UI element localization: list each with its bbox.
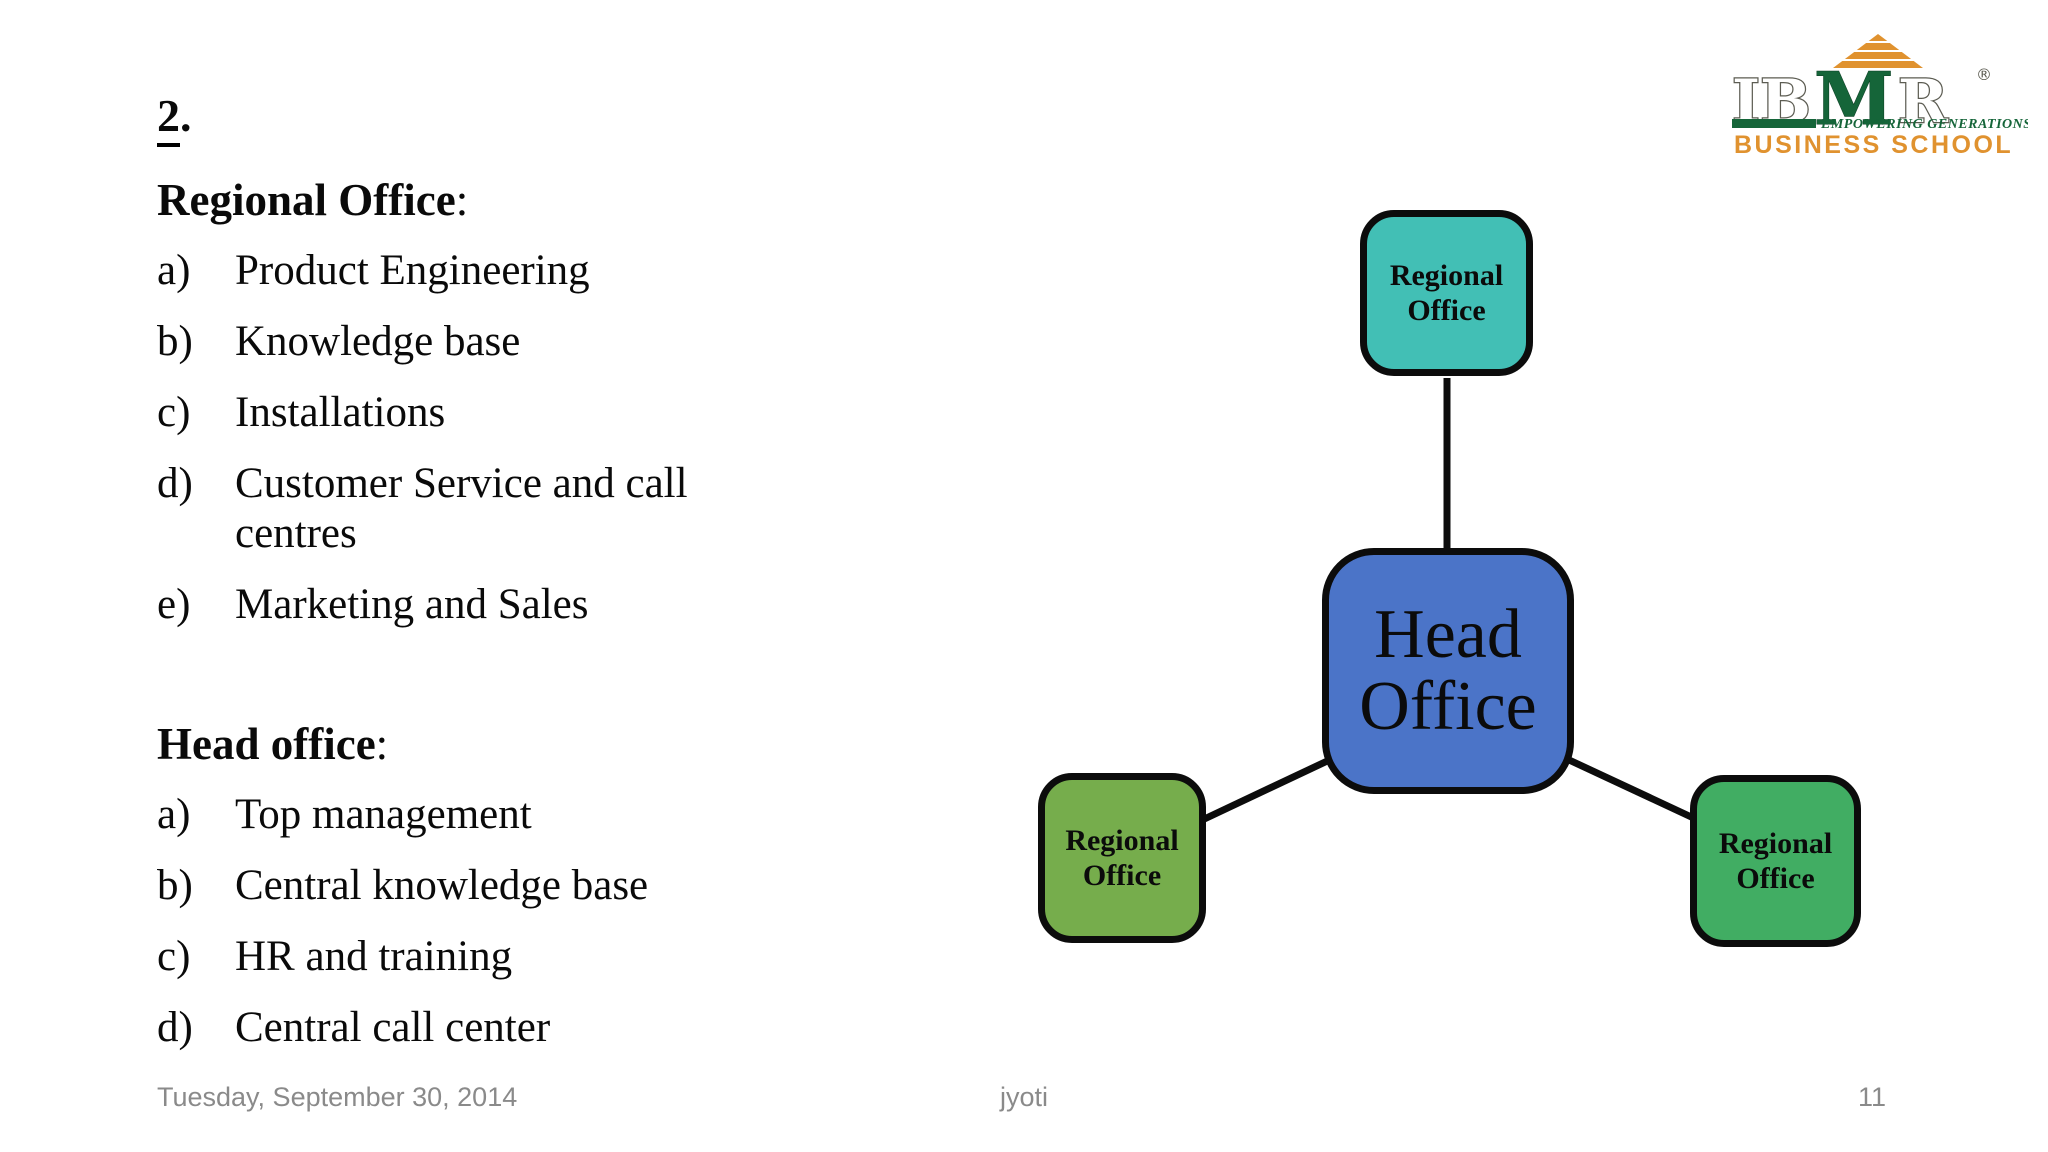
list-item-text: Installations	[235, 389, 446, 436]
list-item-text: HR and training	[235, 933, 513, 980]
section-title-regional-office: Regional Office:	[157, 174, 807, 226]
footer-page-number: 11	[1857, 1082, 1886, 1112]
list-item: d) Central call center	[157, 1003, 807, 1053]
list-item: c) HR and training	[157, 932, 807, 982]
section-title-head-office: Head office:	[157, 718, 807, 770]
regional-office-list: a) Product Engineering b) Knowledge base…	[157, 246, 807, 630]
logo-tagline: EMPOWERING GENERATIONS	[1820, 117, 2028, 132]
list-item: a) Product Engineering	[157, 246, 807, 296]
list-item: e) Marketing and Sales	[157, 580, 807, 630]
list-item-text: Central call center	[235, 1004, 551, 1051]
list-item-marker: b)	[157, 318, 193, 365]
list-item: b) Central knowledge base	[157, 861, 807, 911]
list-item-marker: c)	[157, 933, 191, 980]
list-item: d) Customer Service and call centres	[157, 459, 807, 559]
list-item-marker: a)	[157, 247, 191, 294]
logo-letter-m: M	[1814, 56, 1894, 141]
list-item-marker: c)	[157, 389, 191, 436]
list-item: c) Installations	[157, 388, 807, 438]
slide-number-period: .	[180, 90, 192, 141]
slide-number-heading: 2.	[157, 90, 807, 147]
node-label: Regional Office	[1389, 259, 1504, 327]
list-item-text: Customer Service and call centres	[235, 460, 688, 557]
list-item: a) Top management	[157, 790, 807, 840]
section-title-text: Regional Office	[157, 175, 456, 225]
list-item-text: Marketing and Sales	[235, 581, 589, 628]
head-office-list: a) Top management b) Central knowledge b…	[157, 790, 807, 1053]
footer-date: Tuesday, September 30, 2014	[157, 1082, 518, 1112]
pyramid-icon	[1833, 34, 1923, 68]
list-item-text: Product Engineering	[235, 247, 590, 294]
list-item: b) Knowledge base	[157, 317, 807, 367]
list-item-text: Top management	[235, 791, 532, 838]
list-item-text: Central knowledge base	[235, 862, 649, 909]
list-item-text: Knowledge base	[235, 318, 521, 365]
logo-school-text: BUSINESS SCHOOL	[1734, 131, 2013, 159]
diagram-node-regional-office-top: Regional Office	[1360, 210, 1533, 376]
diagram-node-head-office: Head Office	[1322, 548, 1574, 794]
registered-trademark-icon: ®	[1976, 65, 1992, 84]
slide-text-column: 2. Regional Office: a) Product Engineeri…	[157, 90, 807, 1074]
slide-number-digit: 2	[157, 90, 180, 147]
list-item-marker: a)	[157, 791, 191, 838]
logo-letter-r: R	[1898, 67, 1949, 137]
list-item-marker: d)	[157, 1004, 193, 1051]
node-label: Head Office	[1359, 596, 1537, 745]
section-title-colon: :	[455, 175, 469, 225]
node-label: Regional Office	[1718, 827, 1833, 895]
section-title-colon: :	[375, 719, 389, 769]
footer-author: jyoti	[999, 1082, 1048, 1112]
diagram-node-regional-office-left: Regional Office	[1038, 773, 1206, 943]
logo-green-bar	[1732, 119, 1816, 128]
list-item-marker: d)	[157, 460, 193, 507]
list-item-marker: e)	[157, 581, 191, 628]
section-title-text: Head office	[157, 719, 376, 769]
list-item-marker: b)	[157, 862, 193, 909]
node-label: Regional Office	[1065, 824, 1179, 892]
diagram-node-regional-office-right: Regional Office	[1690, 775, 1861, 947]
ibmr-business-school-logo: IB M R ® EMPOWERING GENERATIONS BUSINESS…	[1731, 34, 2028, 159]
